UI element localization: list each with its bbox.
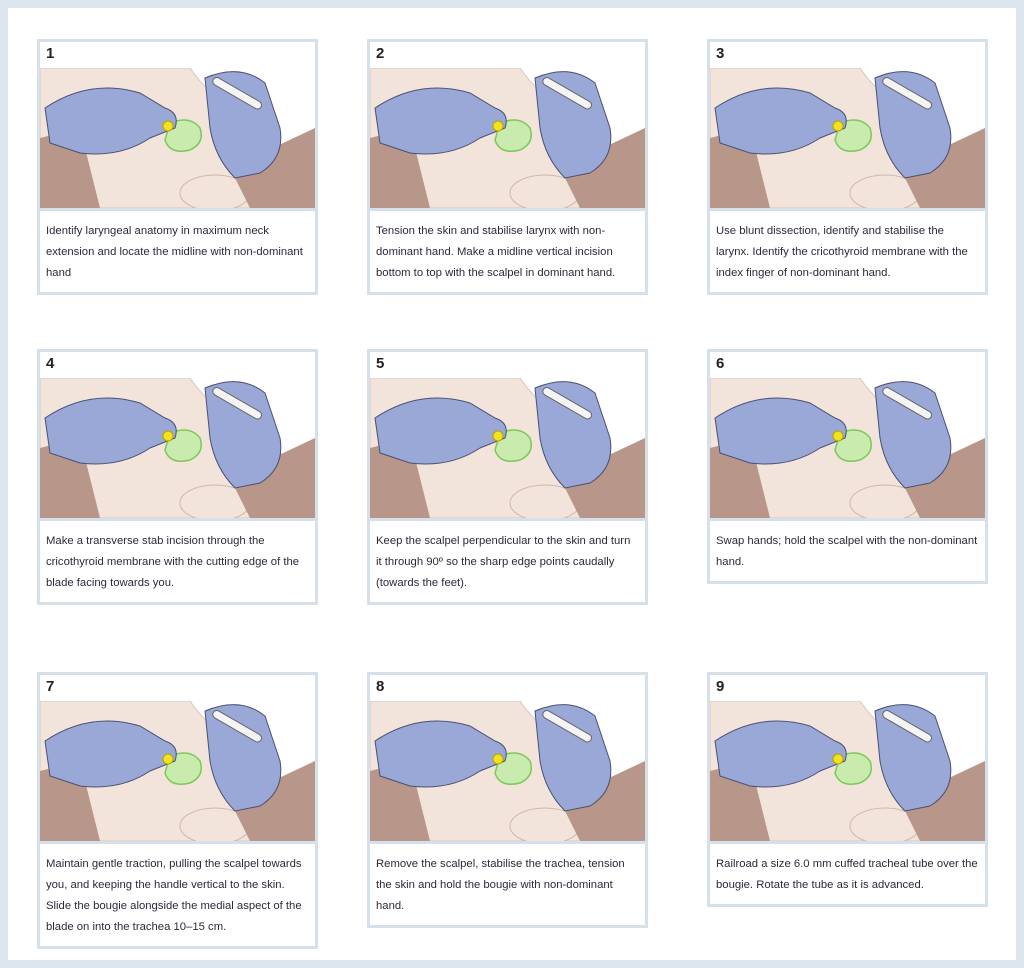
glove-right	[534, 704, 612, 812]
glove-right	[534, 381, 612, 489]
illustration-shape	[162, 430, 174, 442]
glove-left	[374, 720, 507, 788]
glove-left	[44, 397, 177, 465]
step-description: Maintain gentle traction, pulling the sc…	[40, 841, 315, 946]
illustration-shape	[560, 761, 645, 841]
step-number: 6	[716, 355, 725, 372]
step-card-3: 3 Use blunt dissection, identify and sta…	[707, 39, 988, 295]
step-description: Keep the scalpel perpendicular to the sk…	[370, 518, 645, 602]
glove-left	[714, 397, 847, 465]
scalpel	[542, 387, 593, 420]
illustration-shape	[230, 761, 315, 841]
step-description: Remove the scalpel, stabilise the trache…	[370, 841, 645, 925]
step-illustration	[40, 378, 315, 518]
glove-left	[374, 397, 507, 465]
step-card-7: 7 Maintain gentle traction, pulling the …	[37, 672, 318, 949]
step-illustration	[40, 701, 315, 841]
scalpel	[212, 387, 263, 420]
step-description: Make a transverse stab incision through …	[40, 518, 315, 602]
glove-left	[714, 720, 847, 788]
illustration-shape	[560, 438, 645, 518]
scalpel	[212, 77, 263, 110]
glove-right	[874, 704, 952, 812]
glove-left	[44, 720, 177, 788]
scalpel	[882, 77, 933, 110]
step-number: 8	[376, 678, 385, 695]
illustration-shape	[900, 438, 985, 518]
step-illustration	[710, 701, 985, 841]
step-description: Identify laryngeal anatomy in maximum ne…	[40, 208, 315, 292]
illustration-shape	[230, 128, 315, 208]
step-card-2: 2 Tension the skin and stabilise larynx …	[367, 39, 648, 295]
glove-left	[374, 87, 507, 155]
illustration-shape	[492, 753, 504, 765]
step-description: Use blunt dissection, identify and stabi…	[710, 208, 985, 292]
step-card-8: 8 Remove the scalpel, stabilise the trac…	[367, 672, 648, 928]
glove-right	[204, 381, 282, 489]
illustration-shape	[230, 438, 315, 518]
glove-left	[714, 87, 847, 155]
glove-right	[204, 71, 282, 179]
step-card-6: 6 Swap hands; hold the scalpel with the …	[707, 349, 988, 584]
step-illustration	[40, 68, 315, 208]
step-illustration	[710, 68, 985, 208]
scalpel	[212, 710, 263, 743]
step-number: 5	[376, 355, 385, 372]
scalpel	[882, 387, 933, 420]
step-card-4: 4 Make a transverse stab incision throug…	[37, 349, 318, 605]
step-card-1: 1 Identify laryngeal anatomy in maximum …	[37, 39, 318, 295]
illustration-shape	[162, 120, 174, 132]
illustration-shape	[492, 120, 504, 132]
step-number: 3	[716, 45, 725, 62]
step-number: 9	[716, 678, 725, 695]
glove-right	[534, 71, 612, 179]
illustration-shape	[832, 430, 844, 442]
step-description: Railroad a size 6.0 mm cuffed tracheal t…	[710, 841, 985, 904]
glove-left	[44, 87, 177, 155]
glove-right	[874, 71, 952, 179]
step-illustration	[710, 378, 985, 518]
step-description: Tension the skin and stabilise larynx wi…	[370, 208, 645, 292]
glove-right	[204, 704, 282, 812]
illustration-shape	[900, 128, 985, 208]
step-illustration	[370, 378, 645, 518]
scalpel	[542, 77, 593, 110]
step-illustration	[370, 68, 645, 208]
step-number: 1	[46, 45, 55, 62]
illustration-shape	[900, 761, 985, 841]
illustration-shape	[832, 753, 844, 765]
illustration-shape	[162, 753, 174, 765]
step-illustration	[370, 701, 645, 841]
scalpel	[882, 710, 933, 743]
scalpel	[542, 710, 593, 743]
step-card-9: 9 Railroad a size 6.0 mm cuffed tracheal…	[707, 672, 988, 907]
step-description: Swap hands; hold the scalpel with the no…	[710, 518, 985, 581]
step-card-5: 5 Keep the scalpel perpendicular to the …	[367, 349, 648, 605]
glove-right	[874, 381, 952, 489]
illustration-shape	[832, 120, 844, 132]
step-number: 4	[46, 355, 55, 372]
illustration-shape	[492, 430, 504, 442]
illustration-shape	[560, 128, 645, 208]
step-number: 2	[376, 45, 385, 62]
step-number: 7	[46, 678, 55, 695]
